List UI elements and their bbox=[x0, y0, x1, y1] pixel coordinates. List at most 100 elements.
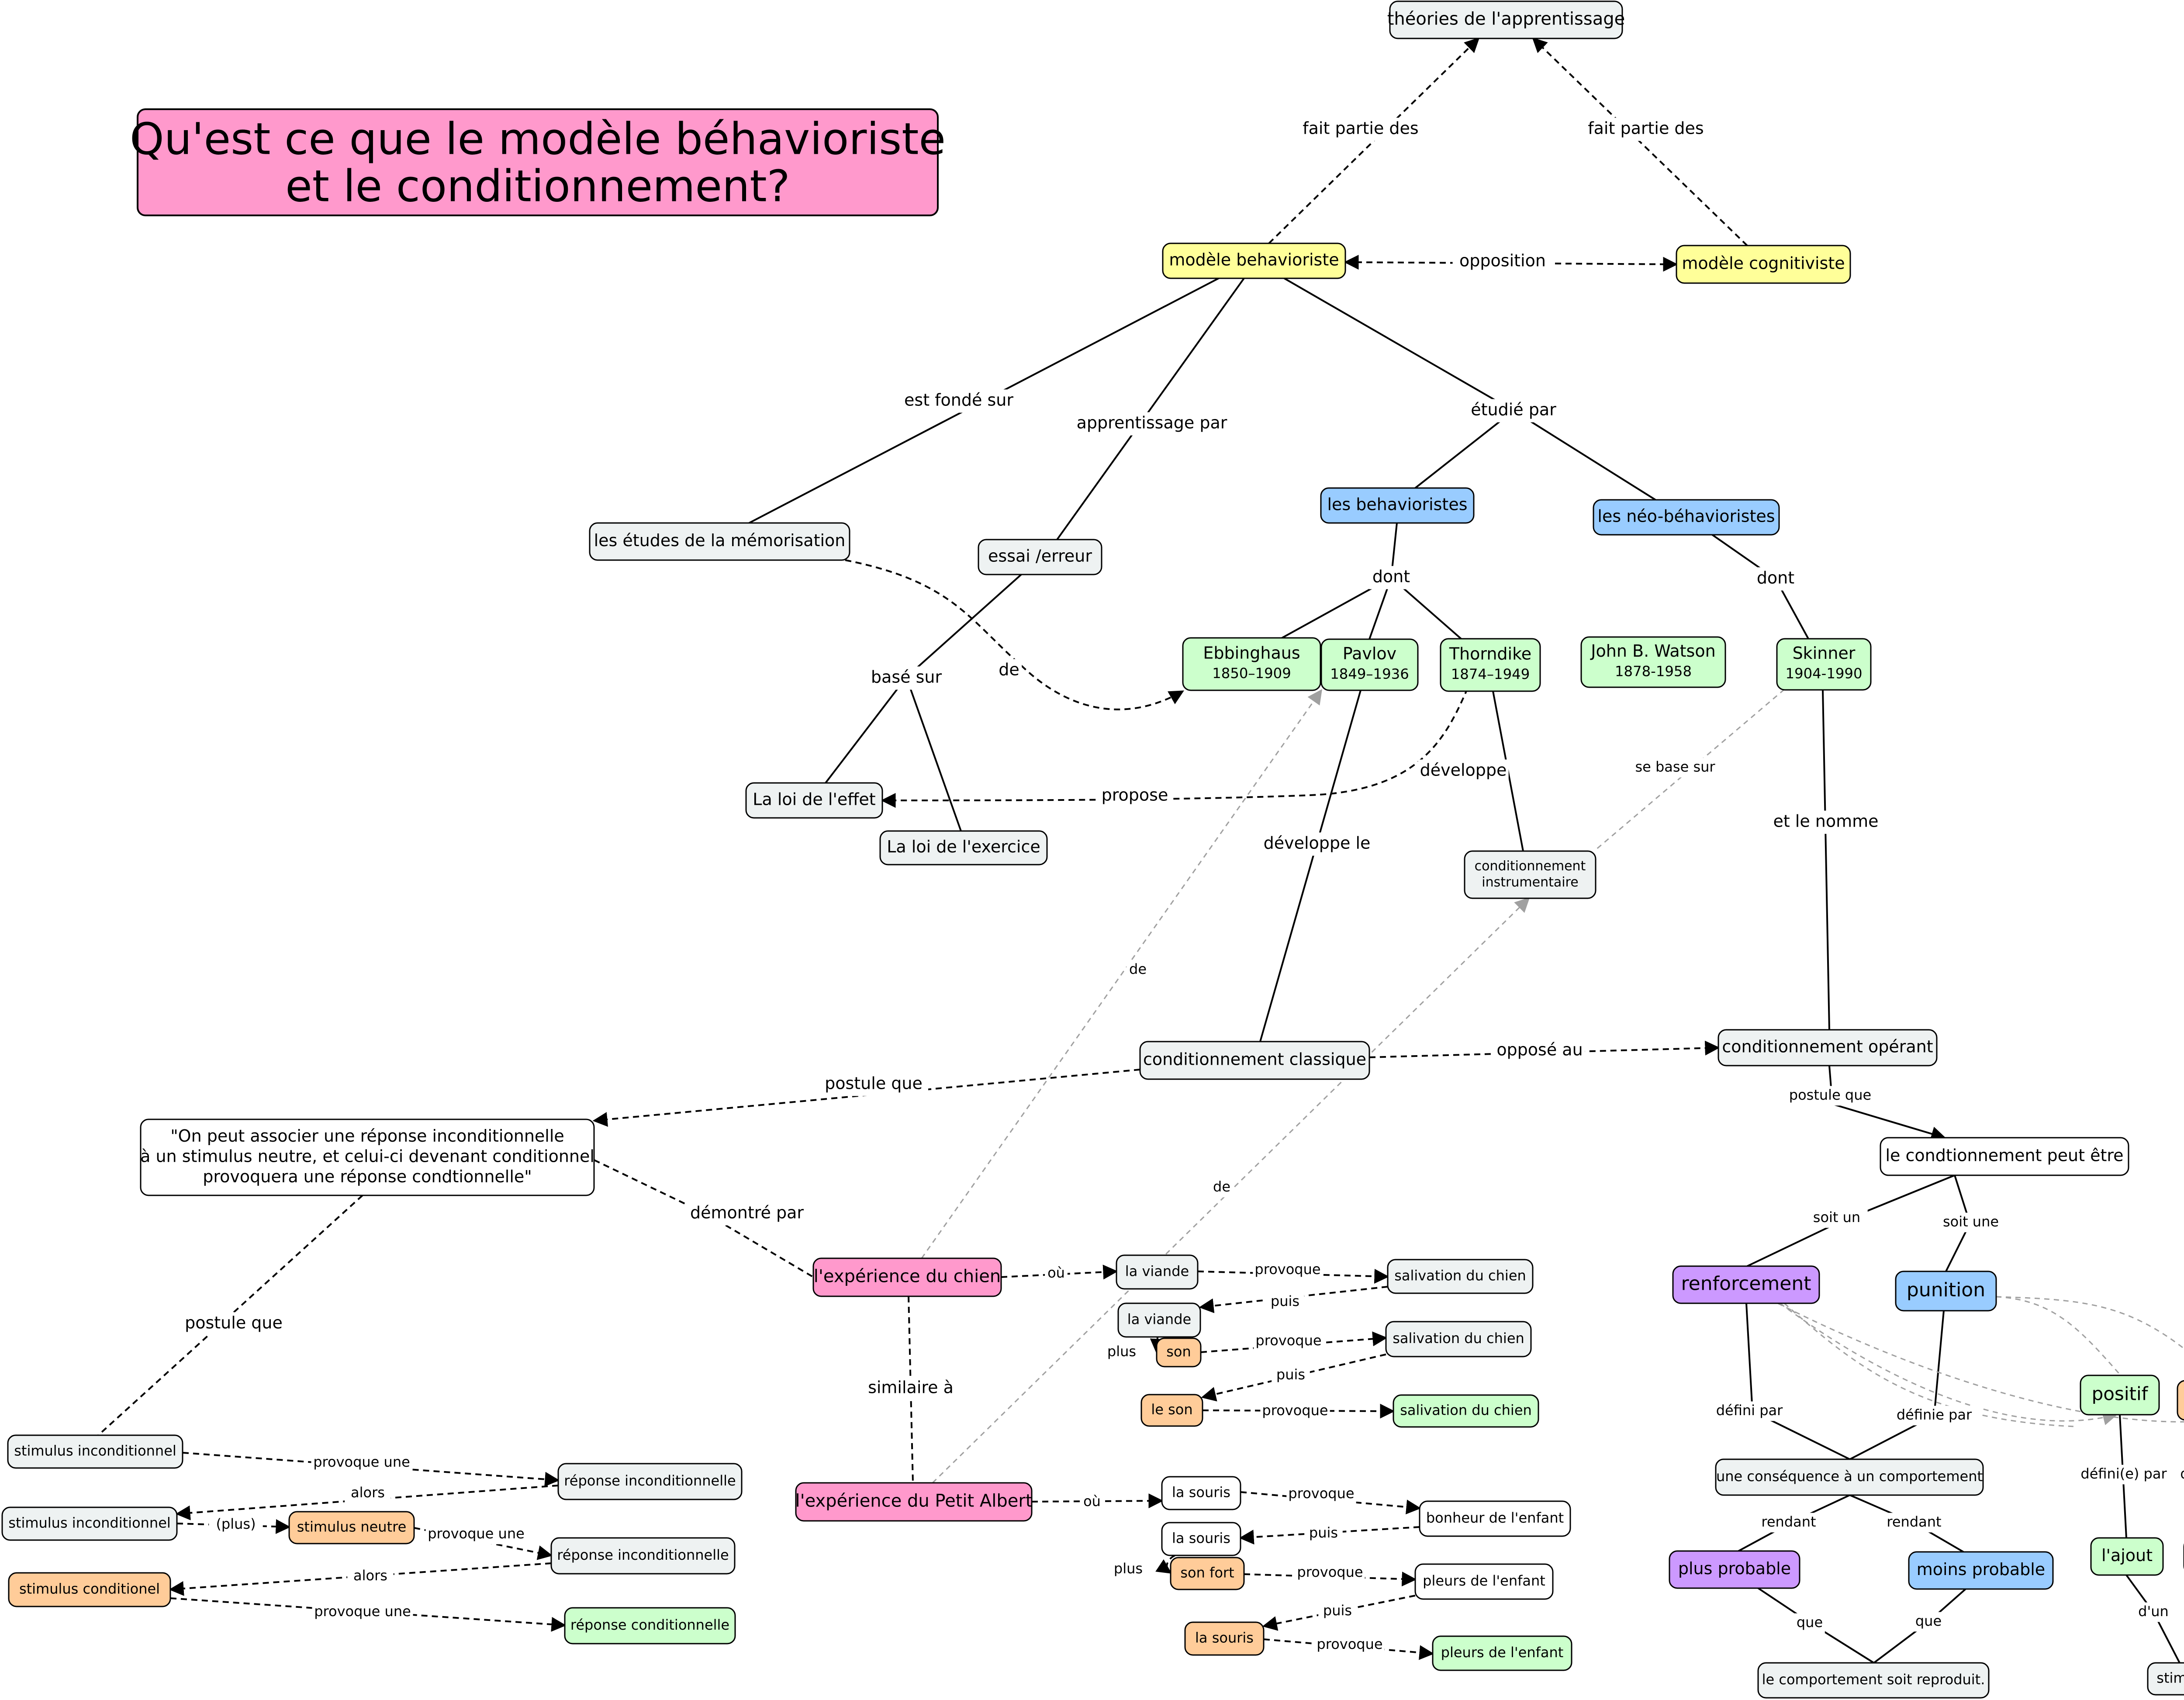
node-souris3[interactable]: la souris bbox=[1184, 1621, 1265, 1656]
node-essai-erreur[interactable]: essai /erreur bbox=[978, 539, 1102, 575]
node-cond-peut-etre[interactable]: le condtionnement peut être bbox=[1880, 1137, 2129, 1176]
node-ajout[interactable]: l'ajout bbox=[2090, 1537, 2164, 1576]
map-title-box bbox=[137, 108, 939, 216]
node-loi-exercice[interactable]: La loi de l'exercice bbox=[879, 830, 1048, 866]
node-text: John B. Watson bbox=[1590, 641, 1715, 661]
link-line bbox=[1996, 1296, 2184, 1350]
link-label-text: rendant bbox=[1887, 1513, 1941, 1530]
link-label-rendant1: rendant bbox=[1758, 1513, 1820, 1533]
link-label-alors2: alors bbox=[347, 1566, 394, 1586]
link-label-bg bbox=[1494, 1039, 1585, 1063]
link-label-provoque5: provoque bbox=[1295, 1563, 1365, 1583]
link-label-que1: que bbox=[1794, 1613, 1825, 1633]
node-saliv3[interactable]: salivation du chien bbox=[1393, 1394, 1539, 1428]
link-label-bg bbox=[1318, 1601, 1357, 1621]
node-etudes-memo[interactable]: les études de la mémorisation bbox=[589, 522, 850, 561]
node-stim-incond1[interactable]: stimulus inconditionnel bbox=[7, 1434, 183, 1469]
node-box bbox=[1908, 1551, 2054, 1590]
link-label-text: étudié par bbox=[1471, 400, 1556, 419]
link-label-text: soit une bbox=[1943, 1213, 1999, 1230]
node-neo-behav[interactable]: les néo-béhavioristes bbox=[1593, 499, 1780, 536]
node-text: son bbox=[1166, 1343, 1191, 1360]
link-line bbox=[845, 559, 1184, 710]
link-label-bg bbox=[865, 666, 947, 690]
node-son2[interactable]: le son bbox=[1140, 1394, 1203, 1427]
node-rep-cond[interactable]: réponse conditionnelle bbox=[564, 1607, 736, 1645]
link-label-puis4: puis bbox=[1318, 1601, 1357, 1621]
node-stim-incond2[interactable]: stimulus inconditionnel bbox=[1, 1506, 178, 1541]
link-label-bg bbox=[1287, 118, 1434, 141]
node-text: théories de l'apprentissage bbox=[1387, 9, 1625, 29]
node-box bbox=[1717, 1029, 1938, 1066]
link-label-text: développe bbox=[1420, 761, 1507, 780]
node-souris2[interactable]: la souris bbox=[1161, 1522, 1241, 1556]
node-souris1[interactable]: la souris bbox=[1161, 1476, 1241, 1510]
node-saliv1[interactable]: salivation du chien bbox=[1387, 1259, 1534, 1294]
node-cond-classique[interactable]: conditionnement classique bbox=[1139, 1041, 1370, 1080]
node-plus-probable[interactable]: plus probable bbox=[1669, 1550, 1800, 1589]
link-label-text: propose bbox=[1102, 786, 1168, 805]
node-text: provoquera une réponse condtionnelle" bbox=[203, 1167, 532, 1186]
node-exp-chien[interactable]: l'expérience du chien bbox=[812, 1257, 1002, 1297]
node-loi-effet[interactable]: La loi de l'effet bbox=[745, 782, 883, 819]
link-line bbox=[905, 574, 1022, 678]
node-son-fort[interactable]: son fort bbox=[1170, 1557, 1245, 1590]
node-exp-albert[interactable]: l'expérience du Petit Albert bbox=[795, 1482, 1033, 1522]
node-text: conditionnement classique bbox=[1143, 1050, 1366, 1069]
node-punition[interactable]: punition bbox=[1895, 1271, 1997, 1312]
link-label-definie-par2: défini(e) par bbox=[2069, 1465, 2178, 1485]
node-text: Ebbinghaus bbox=[1203, 643, 1300, 662]
node-pleurs2[interactable]: pleurs de l'enfant bbox=[1432, 1635, 1572, 1671]
node-text: salivation du chien bbox=[1393, 1330, 1524, 1347]
node-theories[interactable]: théories de l'apprentissage bbox=[1387, 0, 1625, 39]
node-modele-behav[interactable]: modèle behavioriste bbox=[1162, 242, 1346, 279]
node-modele-cogn[interactable]: modèle cognitiviste bbox=[1676, 245, 1851, 284]
link-line bbox=[1414, 410, 1514, 489]
link-label-dont2: dont bbox=[1753, 567, 1798, 591]
node-text: pleurs de l'enfant bbox=[1441, 1644, 1564, 1661]
link-label-text: que bbox=[1915, 1613, 1942, 1629]
node-consequence[interactable]: une conséquence à un comportement bbox=[1715, 1458, 1984, 1496]
node-comportement[interactable]: le comportement soit reproduit. bbox=[1757, 1662, 1990, 1699]
node-son1[interactable]: son bbox=[1156, 1337, 1202, 1368]
link-label-developpe: développe bbox=[1418, 759, 1509, 783]
node-viande1[interactable]: la viande bbox=[1116, 1254, 1199, 1290]
link-label-bg bbox=[1936, 1212, 2006, 1233]
node-saliv2[interactable]: salivation du chien bbox=[1385, 1321, 1532, 1357]
node-text: "On peut associer une réponse inconditio… bbox=[170, 1126, 564, 1146]
link-label-text: postule que bbox=[825, 1074, 923, 1093]
node-behavioristes[interactable]: les behavioristes bbox=[1320, 487, 1475, 524]
node-text: bonheur de l'enfant bbox=[1426, 1510, 1564, 1526]
node-rep-incond1[interactable]: réponse inconditionnelle bbox=[557, 1463, 743, 1500]
link-label-text: puis bbox=[1323, 1602, 1352, 1619]
node-stimulus[interactable]: stimulus bbox=[2147, 1662, 2184, 1696]
node-bonheur[interactable]: bonheur de l'enfant bbox=[1419, 1500, 1571, 1537]
node-moins-probable[interactable]: moins probable bbox=[1908, 1551, 2054, 1590]
node-pleurs1[interactable]: pleurs de l'enfant bbox=[1414, 1563, 1554, 1600]
link-line bbox=[170, 1597, 567, 1632]
node-negatif[interactable]: négatif bbox=[2177, 1380, 2184, 1421]
link-label-bg bbox=[1258, 832, 1376, 856]
link-label-bg bbox=[1127, 960, 1149, 980]
link-label-provoque-une1: provoque une bbox=[311, 1453, 412, 1473]
node-cond-operant[interactable]: conditionnement opérant bbox=[1717, 1029, 1938, 1066]
node-viande2[interactable]: la viande bbox=[1117, 1302, 1201, 1338]
node-stim-neutre[interactable]: stimulus neutre bbox=[288, 1511, 415, 1544]
node-ebbinghaus[interactable]: Ebbinghaus 1850–1909 bbox=[1182, 637, 1321, 691]
node-positif[interactable]: positif bbox=[2080, 1375, 2160, 1416]
node-quote[interactable]: "On peut associer une réponse inconditio… bbox=[140, 1118, 595, 1196]
node-renforcement[interactable]: renforcement bbox=[1672, 1265, 1820, 1304]
link-line bbox=[1532, 37, 1748, 246]
node-rep-incond2[interactable]: réponse inconditionnelle bbox=[550, 1537, 736, 1575]
link-label-bg bbox=[1369, 566, 1413, 589]
link-label-text: puis bbox=[1271, 1293, 1299, 1309]
node-stim-cond[interactable]: stimulus conditionel bbox=[8, 1572, 171, 1607]
node-text: 1850–1909 bbox=[1212, 665, 1291, 682]
